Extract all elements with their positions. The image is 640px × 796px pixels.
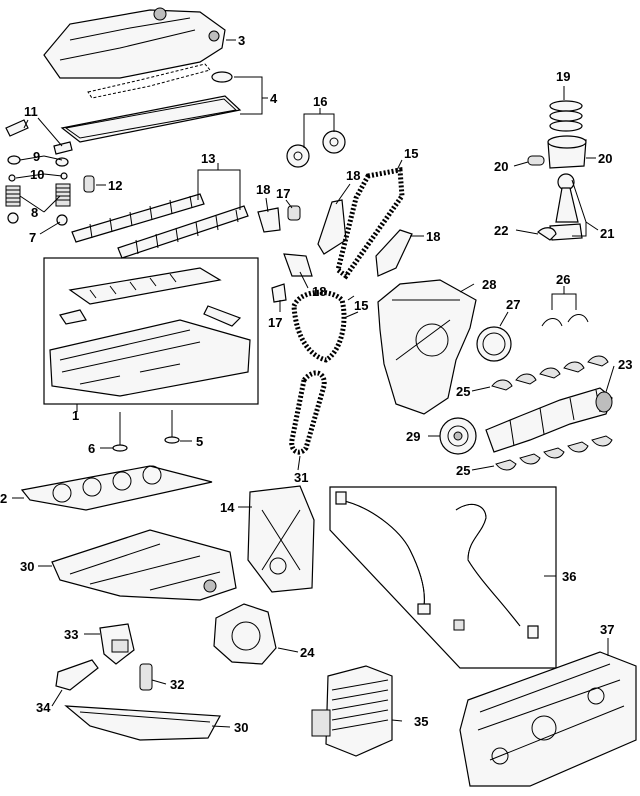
callout-20b: 20 (598, 151, 612, 166)
engine-housing-part[interactable] (459, 651, 637, 787)
valve-seal-part[interactable] (7, 212, 68, 226)
exhaust-valve-part[interactable] (164, 410, 180, 444)
valve-keeper-part[interactable] (7, 155, 69, 167)
callout-37: 37 (600, 622, 614, 637)
callout-25a: 25 (456, 384, 470, 399)
piston-pin-part[interactable] (527, 155, 545, 166)
callout-25b: 25 (456, 463, 470, 478)
callout-12: 12 (108, 178, 122, 193)
cylinder-head-group-box (43, 257, 259, 405)
front-cover-part[interactable] (247, 485, 315, 593)
valve-spring-part[interactable] (5, 183, 71, 207)
chain-tensioner-part[interactable] (257, 207, 281, 233)
thrust-washer-part[interactable] (541, 314, 589, 327)
upper-timing-chain-part[interactable] (335, 167, 405, 280)
valve-cover-part[interactable] (43, 7, 226, 79)
tensioner-plunger-part[interactable] (287, 205, 301, 221)
camshaft-sprocket-part[interactable] (286, 130, 346, 168)
rod-bearing-part[interactable] (537, 227, 557, 241)
callout-33: 33 (64, 627, 78, 642)
callout-34: 34 (36, 700, 51, 715)
callout-32: 32 (170, 677, 184, 692)
hose-group-box (329, 486, 557, 669)
callout-30a: 30 (20, 559, 34, 574)
callout-26: 26 (556, 272, 570, 287)
callout-24: 24 (300, 645, 315, 660)
camshaft-part[interactable] (71, 193, 249, 259)
callout-19: 19 (556, 69, 570, 84)
callout-labels: 3 4 11 9 10 8 7 12 13 16 18 17 18 15 18 … (0, 33, 632, 735)
cylinder-head-part[interactable] (49, 267, 251, 397)
callout-27: 27 (506, 297, 520, 312)
callout-18b: 18 (346, 168, 360, 183)
callout-15b: 15 (354, 298, 368, 313)
callout-14: 14 (220, 500, 235, 515)
callout-16: 16 (313, 94, 327, 109)
front-crank-seal-part[interactable] (476, 326, 512, 362)
lash-adjuster-part[interactable] (83, 175, 95, 193)
intake-valve-part[interactable] (112, 412, 128, 452)
callout-29: 29 (406, 429, 420, 444)
harmonic-balancer-part[interactable] (439, 417, 477, 455)
callout-9: 9 (33, 149, 40, 164)
coolant-hose-left-part[interactable] (335, 491, 465, 631)
callout-13: 13 (201, 151, 215, 166)
callout-15a: 15 (404, 146, 418, 161)
callout-21: 21 (600, 226, 614, 241)
oil-cooler-part[interactable] (311, 665, 393, 757)
lower-main-bearing-part[interactable] (495, 435, 613, 471)
callout-8: 8 (31, 205, 38, 220)
piston-ring-set-part[interactable] (549, 100, 583, 132)
oil-pump-chain-part[interactable] (289, 370, 327, 455)
callout-17a: 17 (276, 186, 290, 201)
callout-6: 6 (88, 441, 95, 456)
callout-28: 28 (482, 277, 496, 292)
callout-30b: 30 (234, 720, 248, 735)
sensor-module-part[interactable] (99, 623, 135, 665)
bracket-part[interactable] (55, 659, 99, 691)
callout-22: 22 (494, 223, 508, 238)
callout-3: 3 (238, 33, 245, 48)
callout-18c: 18 (426, 229, 440, 244)
connecting-rod-part[interactable] (549, 173, 583, 241)
crankshaft-part[interactable] (485, 387, 613, 453)
oil-pressure-sensor-part[interactable] (139, 663, 153, 691)
callout-20a: 20 (494, 159, 508, 174)
callout-17b: 17 (268, 315, 282, 330)
lower-chain-guide-part[interactable] (283, 253, 313, 277)
callout-23: 23 (618, 357, 632, 372)
rocker-arm-part[interactable] (5, 119, 73, 155)
piston-part[interactable] (547, 135, 587, 169)
callout-35: 35 (414, 714, 428, 729)
upper-chain-guide-part[interactable] (317, 199, 347, 255)
callout-31: 31 (294, 470, 308, 485)
timing-cover-part[interactable] (377, 279, 477, 415)
callout-18a: 18 (256, 182, 270, 197)
callout-18d: 18 (312, 284, 326, 299)
small-bracket-part[interactable] (271, 283, 287, 303)
valve-cover-gasket-part[interactable] (60, 63, 242, 143)
callout-10: 10 (30, 167, 44, 182)
chain-guide-lever-part[interactable] (375, 229, 413, 277)
head-gasket-part[interactable] (20, 465, 213, 511)
rear-seal-housing-part[interactable] (213, 603, 277, 665)
callout-11: 11 (24, 104, 38, 119)
callout-36: 36 (562, 569, 576, 584)
callout-7: 7 (29, 230, 36, 245)
callout-5: 5 (196, 434, 203, 449)
lower-oil-pan-part[interactable] (64, 705, 221, 741)
callout-2: 2 (0, 491, 7, 506)
upper-main-bearing-part[interactable] (491, 355, 609, 391)
upper-oil-pan-part[interactable] (51, 529, 237, 601)
callout-1: 1 (72, 408, 79, 423)
coolant-hose-right-part[interactable] (455, 503, 539, 639)
lower-timing-chain-part[interactable] (291, 289, 347, 363)
leader-lines (12, 39, 615, 728)
callout-4: 4 (270, 91, 278, 106)
